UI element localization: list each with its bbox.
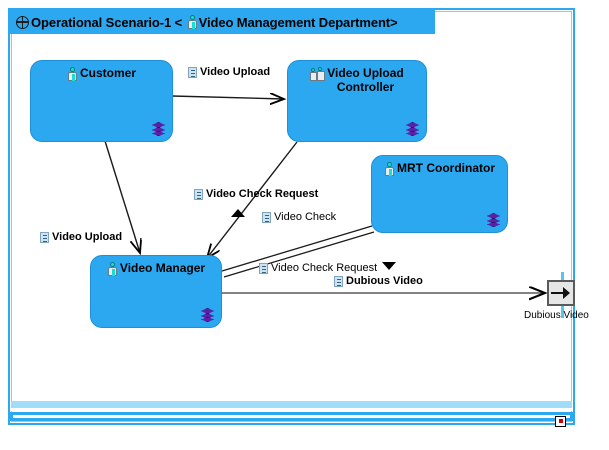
edge-label-video-check: Video Check xyxy=(262,211,336,223)
multi-actor-icon xyxy=(310,67,326,81)
frame-band-upper xyxy=(11,401,572,408)
stacked-diamond-icon xyxy=(200,308,215,322)
edge-label-video-upload-top: Video Upload xyxy=(188,66,270,78)
page-title: Operational Scenario-1 < Video Managemen… xyxy=(31,14,398,30)
item-flow-icon xyxy=(262,211,271,223)
flow-direction-marker-up xyxy=(231,209,245,217)
actor-icon xyxy=(107,262,118,276)
edge-label-text: Video Upload xyxy=(200,66,271,78)
actor-icon xyxy=(384,162,395,176)
resize-handle[interactable] xyxy=(555,416,566,427)
output-port-label: Dubious Video xyxy=(524,310,589,321)
flow-direction-marker-down xyxy=(382,262,396,270)
stacked-diamond-icon xyxy=(405,122,420,136)
stacked-diamond-icon xyxy=(486,213,501,227)
title-suffix: > xyxy=(390,14,398,30)
frame-band-white xyxy=(11,408,572,411)
item-flow-icon xyxy=(188,66,197,78)
node-customer[interactable]: Customer xyxy=(30,60,173,142)
item-flow-icon xyxy=(334,275,343,287)
item-flow-icon xyxy=(40,231,49,243)
node-label: Video Manager xyxy=(119,261,206,275)
node-label-line2: Controller xyxy=(336,80,395,94)
node-label-line1: Video Upload xyxy=(327,66,404,80)
stacked-diamond-icon xyxy=(151,122,166,136)
edge-label-text: Dubious Video xyxy=(346,275,423,287)
output-port-arrow-icon xyxy=(551,287,570,299)
edge-label-text: Video Check Request xyxy=(206,188,319,200)
actor-icon xyxy=(67,67,78,81)
title-prefix: Operational Scenario-1 < xyxy=(31,14,186,30)
diagram-title-bar[interactable]: Operational Scenario-1 < Video Managemen… xyxy=(10,10,435,34)
operational-scenario-icon xyxy=(16,15,29,29)
edge-label-video-check-request-lower: Video Check Request xyxy=(259,262,377,274)
edge-label-text: Video Check xyxy=(274,211,337,223)
edge-label-text: Video Check Request xyxy=(271,262,378,274)
node-mrt-coordinator[interactable]: MRT Coordinator xyxy=(371,155,508,233)
title-main: Video Management Department xyxy=(198,14,391,30)
item-flow-icon xyxy=(194,188,203,200)
output-port[interactable] xyxy=(547,280,575,306)
frame-band-white-2 xyxy=(13,415,570,418)
node-video-manager[interactable]: Video Manager xyxy=(90,255,222,328)
edge-label-dubious-video: Dubious Video xyxy=(334,275,423,287)
edge-label-video-upload-left: Video Upload xyxy=(40,231,122,243)
item-flow-icon xyxy=(259,262,268,274)
edge-label-video-check-request-upper: Video Check Request xyxy=(194,188,318,200)
node-label: MRT Coordinator xyxy=(397,161,495,175)
node-label: Customer xyxy=(79,66,136,80)
edge-label-text: Video Upload xyxy=(52,231,123,243)
actor-icon xyxy=(187,14,198,29)
